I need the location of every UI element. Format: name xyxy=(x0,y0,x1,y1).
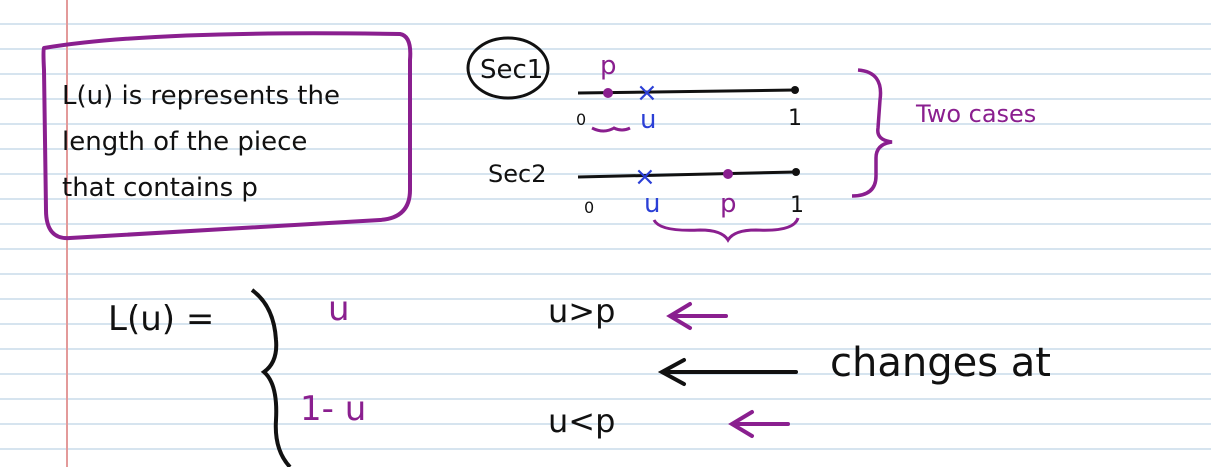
case2-arrow xyxy=(728,410,790,438)
sec2-label: Sec2 xyxy=(488,160,546,188)
sec1-p-dot xyxy=(603,88,613,98)
sec1-u-label: u xyxy=(640,105,656,135)
sec2-one-label: 1 xyxy=(790,193,804,218)
case2-condition: u<p xyxy=(548,402,615,440)
case1-condition: u>p xyxy=(548,292,615,330)
sec1-circle xyxy=(466,36,550,100)
case1-arrow xyxy=(666,302,728,330)
sec1-brace xyxy=(591,126,631,133)
sec2-zero-label: 0 xyxy=(584,198,594,217)
sec1-p-label: p xyxy=(600,51,617,81)
sec1-u-mark: × xyxy=(636,78,658,108)
sec2-end-dot xyxy=(792,168,800,176)
case1-expression: u xyxy=(328,289,350,329)
two-cases-label: Two cases xyxy=(915,100,1036,128)
sec2-p-label: p xyxy=(720,189,737,219)
sec1-end-dot xyxy=(791,86,799,94)
sec1-label: Sec1 xyxy=(480,55,543,85)
case2-expression: 1- u xyxy=(300,389,366,429)
cases-brace xyxy=(851,68,893,198)
sec2-line xyxy=(577,170,797,179)
definition-line-3: that contains p xyxy=(62,173,258,203)
definition-line-2: length of the piece xyxy=(62,127,307,157)
definition-line-1: L(u) is represents the xyxy=(62,81,340,111)
changes-at-label: changes at xyxy=(830,340,1051,386)
sec1-one-label: 1 xyxy=(788,106,802,131)
sec1-zero-label: 0 xyxy=(576,110,586,129)
sec2-p-dot xyxy=(723,169,733,179)
piecewise-lhs: L(u) = xyxy=(108,299,214,339)
sec2-u-label: u xyxy=(644,189,660,219)
sec2-u-mark: × xyxy=(634,162,656,192)
piecewise-brace xyxy=(250,288,292,467)
sec2-brace xyxy=(652,217,800,243)
margin-line xyxy=(66,0,68,467)
definition-box xyxy=(41,31,413,241)
sec1-line xyxy=(577,88,796,95)
change-arrow xyxy=(657,358,798,386)
